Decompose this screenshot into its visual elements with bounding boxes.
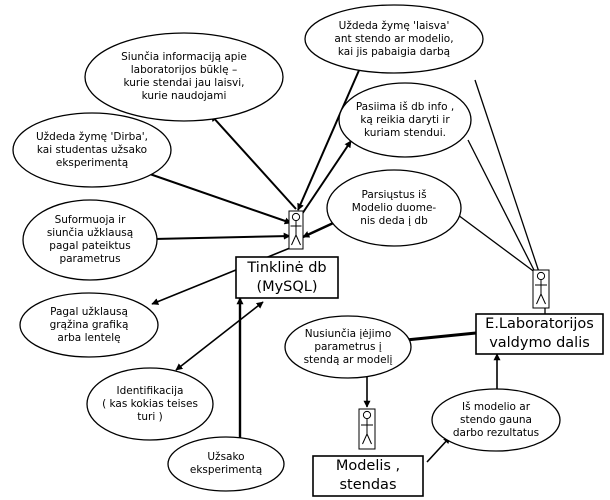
ellipse-laisva [304,4,484,74]
lab-box-label: E.Laboratorijos valdymo dalis [485,316,594,351]
parsiustus-label: Parsiųstus iš Modelio duome- nis deda į … [351,188,437,227]
ellipse-dirba [12,112,172,188]
uzsako-label: Užsako eksperimentą [189,451,263,476]
ellipse-uzsako [167,436,285,492]
edge-lab-laisva [474,79,541,276]
use-case-ellipses [12,4,561,492]
identifikacija-label: Identifikacija ( kas kokias teises turi … [102,384,198,423]
ellipse-parsiustus [326,169,462,247]
edge-laisva [297,67,361,211]
suformuoja-label: Suformuoja ir siunčia užklausą pagal pat… [46,214,134,265]
edge-suformuoja [153,232,291,240]
ellipse-nusiuncia [284,315,412,379]
system-boxes [235,256,604,497]
model-box-label: Modelis , stendas [335,458,401,493]
actor-lab-icon [532,269,550,309]
box-model [312,455,424,497]
pagal-uzklausa-label: Pagal užklausą grąžina grafiką arba lent… [49,305,129,344]
edge-identifikacija [175,301,264,371]
dirba-label: Uždeda žymę 'Dirba', kai studentas užsak… [35,130,149,169]
laisva-label: Uždeda žymę 'laisva' ant stendo ar model… [334,19,454,58]
edge-lab-pasiima [467,139,539,279]
box-db [235,256,339,299]
edge-model-is-modelio [426,436,451,463]
actor-model-icon [358,408,376,450]
nusiuncia-label: Nusiunčia įėjimo parametrus į stendą ar … [303,327,393,366]
ellipse-pagal-uzklausa [19,292,159,358]
ellipse-is-modelio [431,388,561,452]
edge-dirba [143,171,292,225]
ellipse-siuncia-info [84,32,284,122]
box-lab [475,313,604,355]
ellipse-suformuoja [22,199,158,281]
is-modelio-label: Iš modelio ar stendo gauna darbo rezulta… [452,400,540,439]
edge-pasiima [301,140,352,215]
edge-siuncia-info [210,114,297,210]
edge-lab-parsiustus [457,214,541,277]
siuncia-info-label: Siunčia informaciją apie laboratorijos b… [121,51,247,102]
actor-db-icon [288,210,304,250]
db-box-label: Tinklinė db (MySQL) [247,259,327,295]
pasiima-label: Pasiima iš db info , ką reikia daryti ir… [355,100,455,139]
ellipse-pasiima [338,82,472,158]
ellipse-identifikacija [86,367,214,441]
